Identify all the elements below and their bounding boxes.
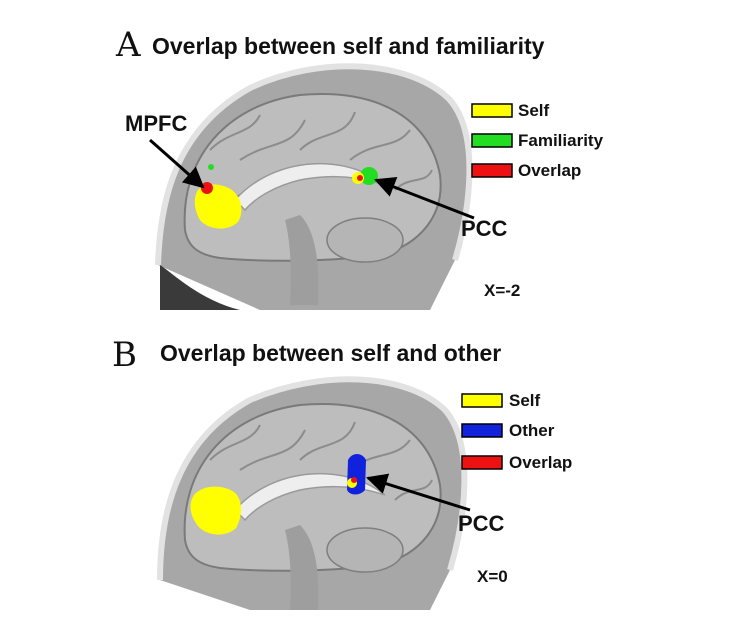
cerebellum-b	[326, 527, 404, 573]
legend-label-overlap-b: Overlap	[509, 453, 572, 472]
legend-label-overlap-a: Overlap	[518, 161, 581, 180]
panel-a-letter: A	[115, 25, 141, 65]
panel-a-title: Overlap between self and familiarity	[152, 33, 545, 59]
legend-swatch-overlap-b	[461, 455, 503, 470]
activation-other-pcc-b	[347, 454, 366, 495]
brainstem-a	[285, 215, 319, 305]
panel-b-title: Overlap between self and other	[160, 340, 501, 366]
legend-swatch-familiarity-a	[471, 133, 513, 148]
legend-a: Self Familiarity Overlap	[471, 101, 604, 180]
scalp-edge-b	[157, 376, 468, 581]
coordinate-label-b: X=0	[477, 567, 508, 586]
coordinate-label-a: X=-2	[484, 281, 520, 300]
legend-label-other-b: Other	[509, 421, 555, 440]
brain-slice-b	[157, 376, 468, 610]
region-label-mpfc: MPFC	[125, 111, 187, 136]
legend-label-familiarity-a: Familiarity	[518, 131, 604, 150]
legend-swatch-other-b	[461, 423, 503, 438]
activations-b	[190, 454, 366, 535]
legend-swatch-overlap-a	[471, 163, 513, 178]
legend-label-self-a: Self	[518, 101, 550, 120]
activation-familiarity-mpfc-a	[208, 164, 214, 170]
activation-familiarity-pcc-a	[360, 167, 378, 185]
face-region-a	[160, 265, 240, 310]
region-label-pcc-b: PCC	[458, 511, 505, 536]
legend-b: Self Other Overlap	[461, 391, 572, 472]
activation-overlap-pcc-b	[351, 477, 357, 483]
arrow-pcc-b	[365, 473, 471, 512]
cerebellum-a	[326, 217, 404, 263]
brainstem-b	[285, 525, 319, 610]
legend-swatch-self-b	[461, 393, 503, 408]
activation-self-mpfc-b	[190, 486, 241, 535]
scalp-edge-a	[155, 63, 473, 266]
activation-overlap-mpfc-a	[201, 182, 213, 194]
legend-label-self-b: Self	[509, 391, 541, 410]
region-label-pcc-a: PCC	[461, 216, 508, 241]
panel-a: A Overlap between self and familiarity	[115, 25, 604, 310]
panel-b-letter: B	[112, 335, 137, 375]
arrow-mpfc	[149, 138, 205, 189]
arrow-pcc-a	[374, 177, 475, 220]
activation-overlap-pcc-a	[357, 175, 363, 181]
activation-self-mpfc-a	[194, 184, 242, 229]
legend-swatch-self-a	[471, 103, 513, 118]
panel-b: B Overlap between self and other	[112, 335, 572, 610]
